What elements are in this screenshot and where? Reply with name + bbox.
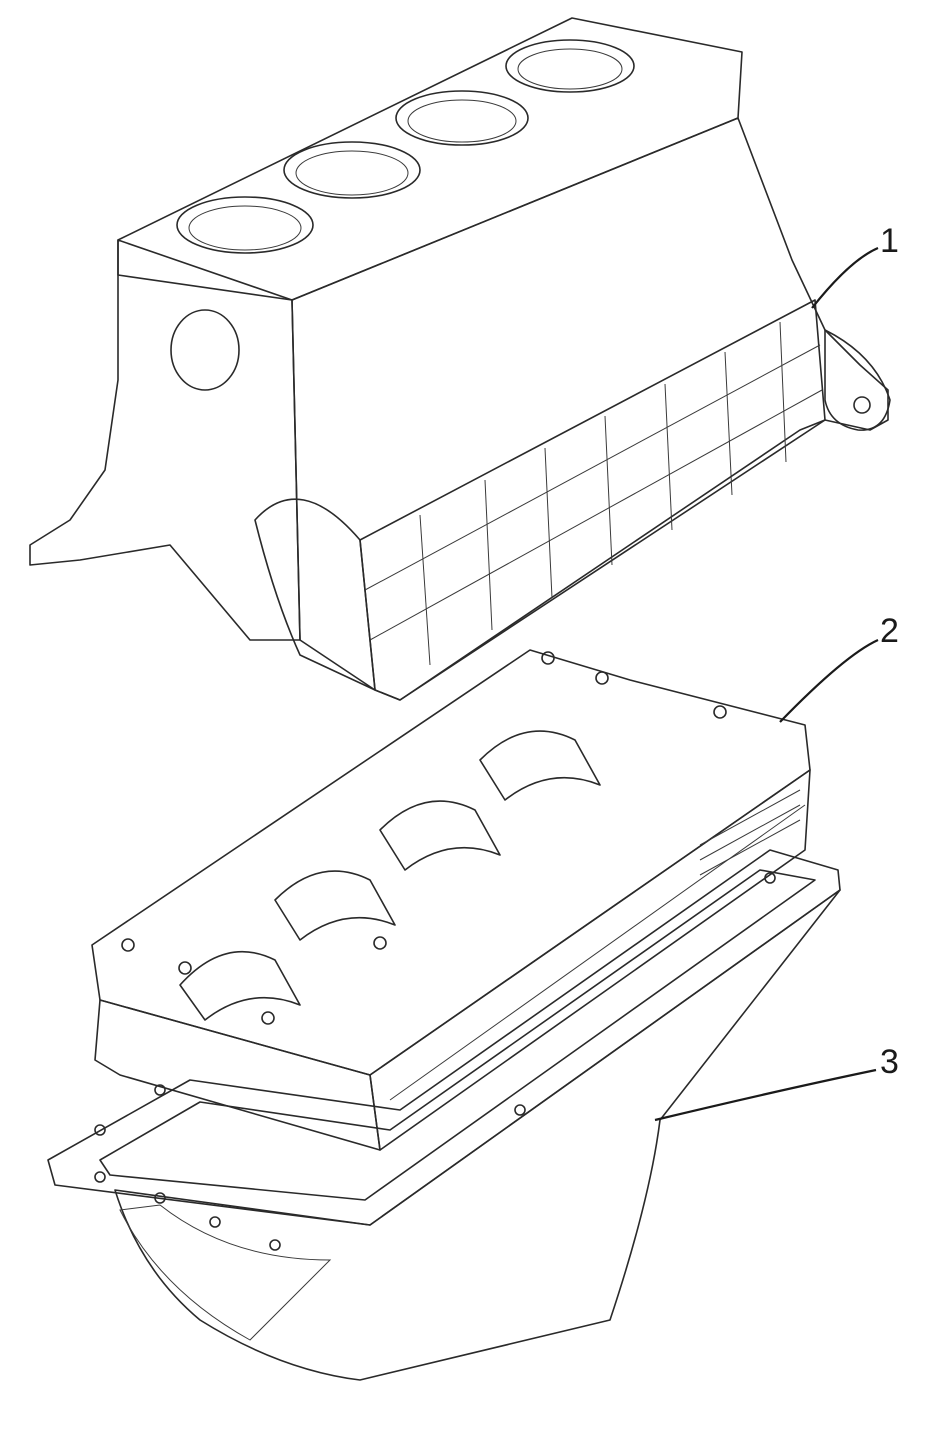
oil-pan-flange [47,849,841,1226]
cylinder-bore-4 [505,39,635,93]
block-crank-cavity [254,498,376,691]
cylinder-bore-3 [395,90,529,146]
engine-block [29,17,891,701]
block-mount-lug [824,329,891,431]
callout-1: 1 [811,222,899,309]
bearing-cradle-1 [179,950,301,1021]
block-top-deck [117,17,743,301]
cylinder-bore-2 [283,141,421,199]
bearing-cradle-3 [379,800,501,871]
callout-2: 2 [779,612,899,723]
oil-pan-bolt-holes [94,872,776,1251]
callout-3: 3 [654,1043,899,1122]
frame-side-face [369,769,811,1151]
frame-front-face [94,999,381,1151]
cylinder-bore-1 [176,196,314,254]
leader-line-1 [811,246,879,309]
callout-label-3: 3 [880,1043,899,1081]
oil-pan-bowl-shade [119,1204,332,1341]
block-front-wall [291,117,889,701]
bearing-cradle-2 [274,870,396,941]
block-side-port [170,309,240,391]
bearing-cradle-4 [479,730,601,801]
frame-bolt-holes [121,651,727,1025]
oil-pan-gasket-surface [99,869,816,1201]
leader-line-2 [779,638,879,723]
block-lower-skirt [359,299,826,701]
callout-label-2: 2 [880,612,899,650]
block-left-end-face [29,239,301,641]
frame-side-ribs [389,789,806,1101]
oil-pan [47,849,841,1381]
callout-label-1: 1 [880,222,899,260]
crankcase-frame [91,649,811,1151]
leader-line-3 [654,1068,877,1122]
oil-pan-sump [114,889,841,1381]
block-rib-grid [364,321,823,666]
